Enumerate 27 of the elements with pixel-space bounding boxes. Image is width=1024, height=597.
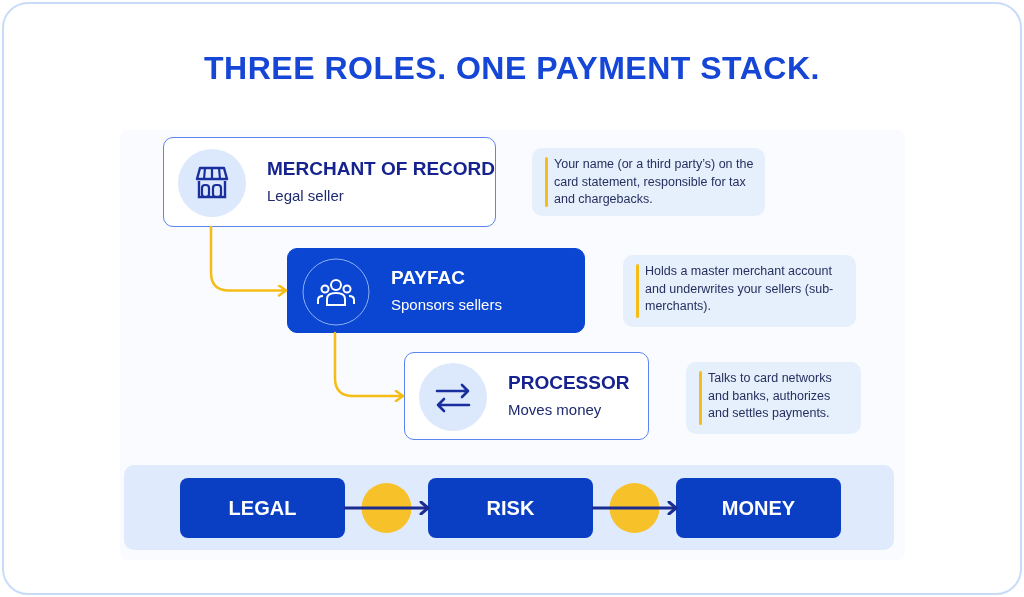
stage-label: LEGAL bbox=[228, 496, 297, 520]
role-title: PROCESSOR bbox=[508, 372, 630, 394]
arrow bbox=[591, 500, 678, 516]
note-text: Your name (or a third party’s) on the card statement, responsible for tax and chargebacks. bbox=[554, 156, 755, 208]
note-card bbox=[532, 148, 765, 216]
role-title: PAYFAC bbox=[391, 266, 465, 289]
arrow bbox=[343, 500, 430, 516]
note-text: Talks to card networks and banks, authorizes and settles payments. bbox=[708, 370, 833, 422]
role-card bbox=[287, 248, 585, 333]
role-subtitle: Legal seller bbox=[267, 187, 344, 204]
role-title: MERCHANT OF RECORD bbox=[267, 158, 495, 180]
stage-label: RISK bbox=[486, 496, 535, 520]
band-background bbox=[124, 465, 894, 550]
role-card bbox=[163, 137, 496, 227]
note-card bbox=[623, 255, 856, 327]
note-card bbox=[686, 362, 861, 434]
arrow bbox=[209, 225, 288, 297]
stage-box bbox=[180, 478, 345, 538]
role-subtitle: Moves money bbox=[508, 401, 602, 418]
note-text: Holds a master merchant account and underwrites your sellers (sub-merchants). bbox=[645, 263, 835, 315]
stage-box bbox=[428, 478, 593, 538]
stage-label: MONEY bbox=[721, 496, 796, 520]
role-card bbox=[404, 352, 649, 440]
arrow bbox=[333, 331, 405, 403]
stage-box bbox=[676, 478, 841, 538]
role-subtitle: Sponsors sellers bbox=[391, 295, 502, 313]
title: THREE ROLES. ONE PAYMENT STACK. bbox=[203, 50, 821, 87]
